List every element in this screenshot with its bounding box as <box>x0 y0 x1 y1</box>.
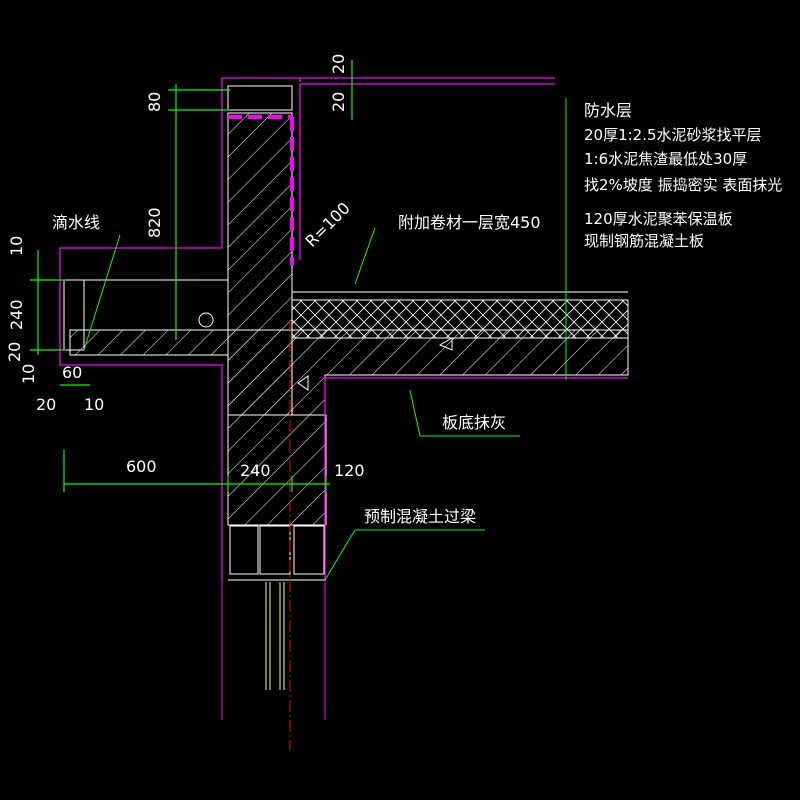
window-frame <box>265 582 285 690</box>
dim-60: 60 <box>62 363 82 382</box>
precast-lintel-label: 预制混凝土过梁 <box>364 507 476 526</box>
dim-120: 120 <box>334 461 365 480</box>
leader-lines <box>83 98 567 581</box>
layer-label-2: 20厚1:2.5水泥砂浆找平层 <box>584 126 762 144</box>
dim-240: 240 <box>240 461 271 480</box>
dim-10-b: 10 <box>19 364 38 384</box>
dim-20-left: 20 <box>5 342 24 362</box>
screed-lines <box>292 291 628 301</box>
dim-10-bottom: 10 <box>84 395 104 414</box>
plaster-outline <box>59 77 628 580</box>
dim-20-bottom: 20 <box>36 395 56 414</box>
slab-plaster-label: 板底抹灰 <box>442 413 506 432</box>
dim-10-a: 10 <box>7 236 26 256</box>
extra-membrane-label: 附加卷材一层宽450 <box>398 213 541 232</box>
dim-600: 600 <box>126 457 157 476</box>
insulation-layer <box>291 299 629 339</box>
dim-820: 820 <box>145 207 164 238</box>
layer-label-5: 120厚水泥聚苯保温板 <box>584 210 733 228</box>
precast-lintel-blocks <box>228 525 326 581</box>
layer-label-1: 防水层 <box>584 101 632 120</box>
concrete-wall <box>69 112 629 526</box>
radius-label: R=100 <box>301 198 353 250</box>
layer-label-3: 1:6水泥焦渣最低处30厚 <box>584 150 747 168</box>
dim-80: 80 <box>145 92 164 112</box>
dim-240-left: 240 <box>7 299 26 330</box>
dim-20-side: 20 <box>329 92 348 112</box>
dim-20-top: 20 <box>329 54 348 74</box>
wall-lines-below <box>221 580 326 720</box>
waterproof-membrane <box>228 115 294 265</box>
layer-labels: 防水层 20厚1:2.5水泥砂浆找平层 1:6水泥焦渣最低处30厚 找2%坡度 … <box>584 101 782 250</box>
drip-line-label: 滴水线 <box>52 213 100 232</box>
parapet-cap <box>227 85 293 111</box>
eave-overhang <box>63 279 228 351</box>
layer-label-4: 找2%坡度 振捣密实 表面抹光 <box>584 176 782 194</box>
level-markers <box>297 337 453 391</box>
layer-label-6: 现制钢筋混凝土板 <box>584 232 704 250</box>
dimension-lines <box>30 60 353 492</box>
